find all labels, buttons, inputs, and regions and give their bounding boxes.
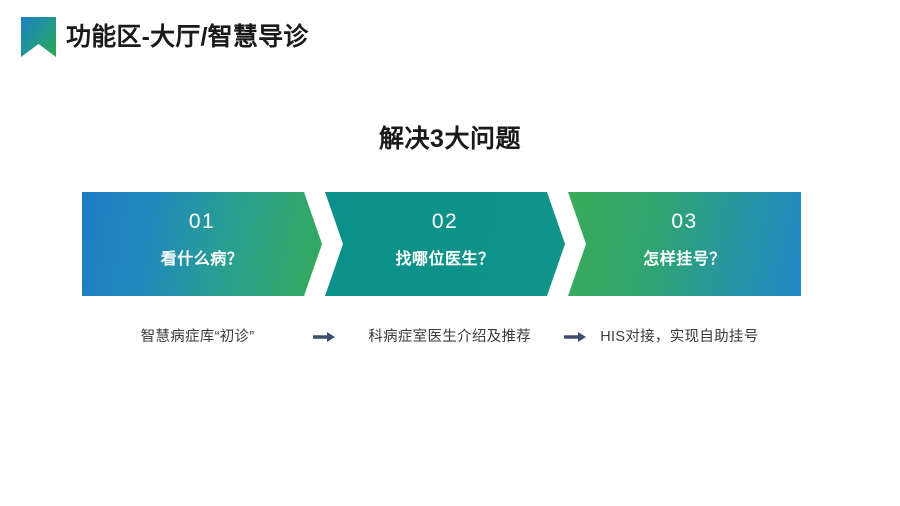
step-3-caption: HIS对接，实现自助挂号 (600, 329, 759, 345)
step-3-content: 03 怎样挂号？ (568, 192, 801, 296)
step-1-caption: 智慧病症库“初诊” (140, 329, 255, 345)
step-3-number: 03 (671, 210, 698, 233)
page-title: 功能区-大厅/智慧导诊 (66, 23, 309, 51)
process-chevron-row: 01 看什么病？ 02 找哪位医生？ 03 怎样挂号？ (82, 192, 801, 296)
process-step-2[interactable]: 02 找哪位医生？ (325, 192, 565, 296)
right-arrow-icon (313, 331, 336, 343)
right-arrow-icon (564, 331, 587, 343)
step-1-label: 看什么病？ (160, 251, 244, 268)
section-title: 解决3大问题 (379, 125, 521, 153)
step-2-label: 找哪位医生？ (395, 251, 495, 268)
caption-cell-2: 科病症室医生介绍及推荐 (335, 324, 564, 350)
step-1-content: 01 看什么病？ (82, 192, 322, 296)
process-caption-row: 智慧病症库“初诊” 科病症室医生介绍及推荐 HIS对接，实现自助挂号 (82, 322, 801, 352)
step-1-number: 01 (188, 210, 216, 233)
step-2-content: 02 找哪位医生？ (325, 192, 565, 296)
page-header: 功能区-大厅/智慧导诊 (0, 0, 900, 74)
step-2-caption: 科病症室医生介绍及推荐 (368, 329, 532, 345)
process-step-1[interactable]: 01 看什么病？ (82, 192, 322, 296)
step-2-number: 02 (431, 210, 459, 233)
caption-cell-1: 智慧病症库“初诊” (82, 324, 313, 350)
caption-cell-3: HIS对接，实现自助挂号 (586, 324, 801, 350)
step-3-label: 怎样挂号？ (643, 251, 726, 268)
bookmark-ribbon-icon (21, 17, 56, 57)
process-step-3[interactable]: 03 怎样挂号？ (568, 192, 801, 296)
